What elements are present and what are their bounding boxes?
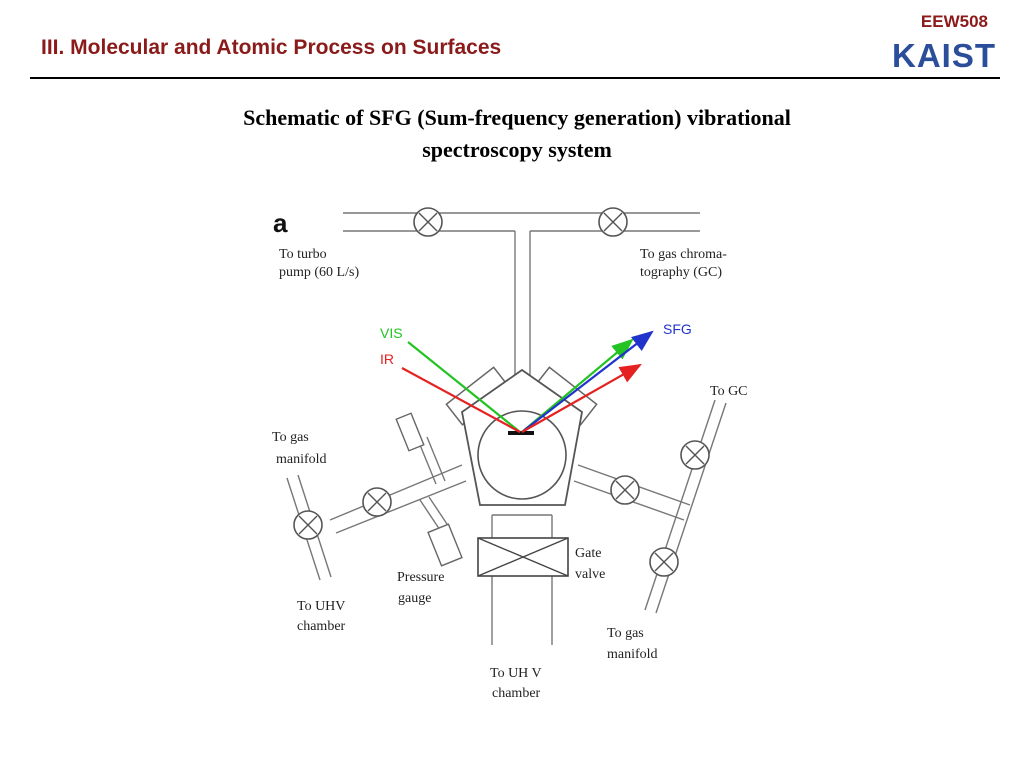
label-pressure-gauge-2: gauge — [398, 591, 431, 606]
label-gas-manifold-right-2: manifold — [607, 647, 658, 662]
header-divider — [30, 77, 1000, 79]
chamber-window — [477, 410, 567, 500]
panel-label: a — [273, 208, 288, 238]
label-sfg: SFG — [663, 321, 692, 337]
section-title: III. Molecular and Atomic Process on Sur… — [41, 36, 502, 59]
valve-left-arm — [362, 487, 392, 517]
label-uhv-left-2: chamber — [297, 619, 346, 634]
label-turbo-pump-2: pump (60 L/s) — [279, 265, 359, 280]
slide-title-line1: Schematic of SFG (Sum-frequency generati… — [243, 105, 791, 130]
label-pressure-gauge-1: Pressure — [397, 570, 444, 585]
valve-turbo — [413, 207, 443, 237]
valve-right-arm — [610, 475, 640, 505]
label-uhv-bottom-1: To UH V — [490, 666, 542, 681]
label-turbo-pump-1: To turbo — [279, 247, 327, 262]
label-uhv-left-1: To UHV — [297, 599, 345, 614]
label-gas-manifold-right-1: To gas — [607, 626, 644, 641]
label-vis: VIS — [380, 325, 403, 341]
label-gate-valve-1: Gate — [575, 546, 601, 561]
label-to-gc: To GC — [710, 384, 748, 399]
sfg-beam — [521, 330, 654, 433]
kaist-logo: KAIST — [888, 36, 1000, 76]
label-gas-manifold-left-2: manifold — [276, 452, 327, 467]
valve-gas-right — [649, 547, 679, 577]
label-ir: IR — [380, 351, 394, 367]
gate-valve — [477, 537, 569, 577]
label-gc-top-1: To gas chroma- — [640, 247, 727, 262]
label-gc-top-2: tography (GC) — [640, 265, 722, 280]
label-uhv-bottom-2: chamber — [492, 686, 541, 701]
slide-title: Schematic of SFG (Sum-frequency generati… — [112, 102, 922, 166]
valve-gc-top — [598, 207, 628, 237]
ir-beam — [401, 367, 521, 433]
pressure-gauge-box — [427, 523, 463, 567]
valve-uhv-left — [293, 510, 323, 540]
top-gauge-box — [395, 412, 425, 452]
logo-text: KAIST — [892, 37, 996, 74]
course-code: EEW508 — [920, 12, 988, 31]
ir-reflected-beam — [521, 363, 642, 433]
label-gas-manifold-left-1: To gas — [272, 430, 309, 445]
valve-to-gc — [680, 440, 710, 470]
slide-title-line2: spectroscopy system — [422, 137, 612, 162]
label-gate-valve-2: valve — [575, 567, 605, 582]
vis-beam — [407, 341, 521, 433]
